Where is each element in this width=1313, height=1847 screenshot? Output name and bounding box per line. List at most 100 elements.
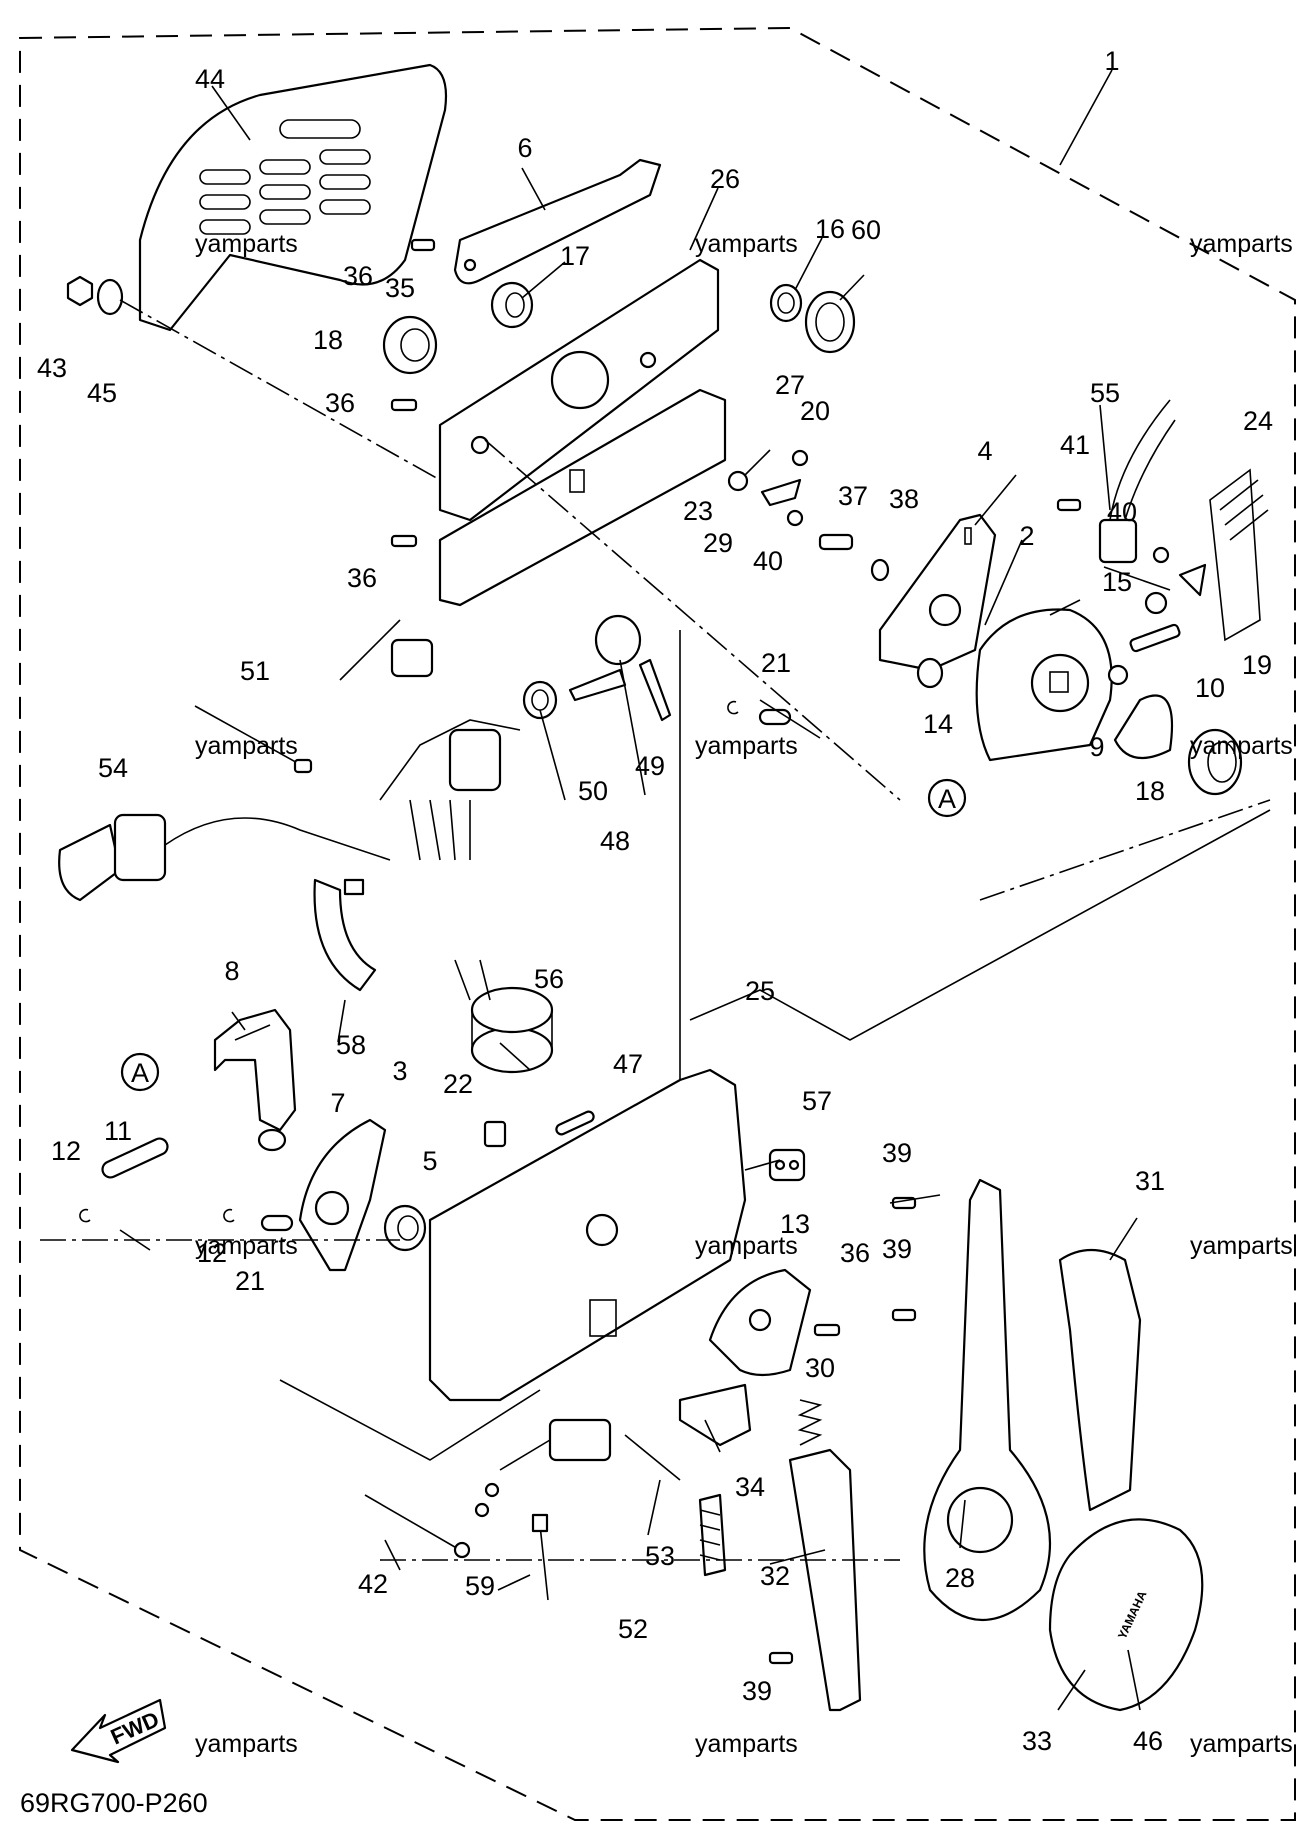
callout-38: 38 [889,484,919,514]
callout-22: 22 [443,1069,473,1099]
part-36-screw-c [813,1323,841,1337]
part-19-pointer [1178,563,1207,597]
callout-36: 36 [343,261,373,291]
part-32-arm [788,1448,862,1712]
part-40-screw-a [786,509,804,527]
callout-6: 6 [517,133,532,163]
part-16-oring [769,283,803,323]
part-39-screw-b [891,1308,917,1322]
callout-7: 7 [330,1088,345,1118]
callout-57: 57 [802,1086,832,1116]
part-44-cover [138,63,448,332]
callout-37: 37 [838,481,868,511]
callout-5: 5 [422,1146,437,1176]
callout-42: 42 [358,1569,388,1599]
part-45-washer [96,278,124,316]
part-9-washer [1107,664,1129,686]
callout-2: 2 [1019,521,1034,551]
part-51-wire [194,705,313,774]
callout-17: 17 [560,241,590,271]
callout-1: 1 [1104,46,1119,76]
svg-text:yamparts: yamparts [695,1232,798,1260]
callout-8: 8 [224,956,239,986]
part-12-eclip-c [223,1208,235,1223]
part-13-detent [708,1268,812,1377]
callout-29: 29 [703,528,733,558]
part-18-bushing-b [1187,728,1243,796]
part-39-screw-c [768,1651,794,1665]
callout-11: 11 [104,1116,132,1146]
callout-10: 10 [1195,673,1225,703]
callout-3: 3 [392,1056,407,1086]
callout-9: 9 [1089,732,1104,762]
svg-text:yamparts: yamparts [695,732,798,760]
part-31-grip [1058,1249,1142,1512]
svg-text:yamparts: yamparts [195,1232,298,1260]
callout-30: 30 [805,1353,835,1383]
part-11-pin [101,1137,169,1179]
part-15-cap [1144,591,1168,615]
callout-55: 55 [1090,378,1120,408]
leader-lines [119,69,1171,1711]
svg-text:yamparts: yamparts [695,230,798,258]
svg-text:A: A [938,784,956,814]
part-10-screw [1129,623,1181,653]
callout-46: 46 [1133,1726,1163,1756]
callout-20: 20 [800,396,830,426]
svg-text:yamparts: yamparts [695,1730,798,1758]
fwd-arrow: FWD [70,1698,167,1764]
svg-text:yamparts: yamparts [1190,1232,1293,1260]
part-38-washer [870,558,890,582]
callout-26: 26 [710,164,740,194]
part-cam-plate [1113,694,1174,760]
part-8-bracket [213,1008,297,1132]
guide-lines [40,799,1271,1561]
svg-text:A: A [131,1058,149,1088]
ref-marker-a-2: A [120,1052,160,1092]
part-57-block [768,1148,806,1182]
callout-52: 52 [618,1614,648,1644]
callout-59: 59 [465,1571,495,1601]
part-47-strip [555,1110,595,1136]
callout-53: 53 [645,1541,675,1571]
part-33-cover: YAMAHA [1048,1518,1204,1712]
callout-19: 19 [1242,650,1272,680]
part-30-spring [797,1399,823,1446]
callout-58: 58 [336,1030,366,1060]
svg-text:yamparts: yamparts [1190,230,1293,258]
callout-45: 45 [87,378,117,408]
callout-39: 39 [742,1676,772,1706]
callout-47: 47 [613,1049,643,1079]
callout-36: 36 [347,563,377,593]
callout-40: 40 [753,546,783,576]
diagram-code: 69RG700-P260 [20,1788,208,1818]
callout-15: 15 [1102,567,1132,597]
callout-18: 18 [313,325,343,355]
callout-18: 18 [1135,776,1165,806]
part-20-nut [791,449,809,467]
svg-text:yamparts: yamparts [1190,1730,1293,1758]
callout-39: 39 [882,1138,912,1168]
callout-16: 16 [815,214,845,244]
svg-text:yamparts: yamparts [195,230,298,258]
svg-text:yamparts: yamparts [1190,732,1293,760]
callout-49: 49 [635,751,665,781]
part-36-screw-b [390,534,418,548]
part-41-screw [1056,498,1082,512]
callout-50: 50 [578,776,608,806]
callout-33: 33 [1022,1726,1052,1756]
callout-34: 34 [735,1472,765,1502]
part-18-bushing [382,315,438,375]
part-29-stopper [760,478,802,507]
part-37-bolt [818,533,854,551]
part-36-screw-a [390,398,418,412]
callout-36: 36 [840,1238,870,1268]
callout-27: 27 [775,370,805,400]
svg-text:yamparts: yamparts [195,732,298,760]
part-48-switch-harness [339,619,521,861]
callout-54: 54 [98,753,128,783]
part-23-spring [727,449,771,492]
ref-frame-lines [279,809,1271,1461]
callout-25: 25 [745,976,775,1006]
